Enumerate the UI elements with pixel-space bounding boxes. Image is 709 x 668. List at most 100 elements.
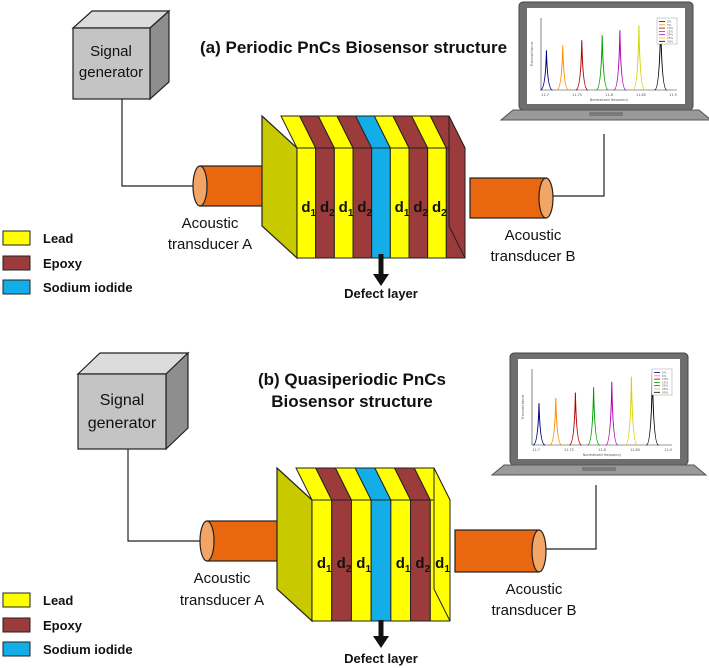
screen-legend-label: 10% — [667, 26, 674, 30]
screen-peak — [632, 25, 646, 91]
legend-a-swatch-sodium — [2, 279, 31, 295]
screen-peak — [575, 40, 589, 91]
transducer-a-b-label-line1: Acoustic — [194, 570, 251, 587]
screen-peak — [613, 30, 627, 91]
screen-peak — [595, 35, 609, 91]
transducer-a-label-line1: Acoustic — [182, 215, 239, 232]
layer-front-sodium — [371, 147, 391, 259]
screen-legend-label: 10% — [662, 377, 669, 381]
screen-legend-label: 25% — [667, 36, 674, 40]
defect-arrow-b-head — [373, 636, 389, 648]
legend-a: Lead Epoxy Sodium iodide — [2, 230, 133, 295]
defect-label-a: Defect layer — [344, 286, 418, 301]
transducer-b-b-label-line1: Acoustic — [506, 581, 563, 598]
screen-legend-label: 30% — [662, 390, 669, 394]
legend-a-label-lead: Lead — [43, 231, 73, 246]
screen-tick-label: 11.7 — [541, 93, 549, 97]
legend-a-swatch-epoxy — [2, 255, 31, 271]
transducer-b — [469, 177, 554, 219]
screen-x-label: Normalized frequency — [590, 98, 629, 102]
laptop-b-touchpad — [582, 467, 616, 471]
wire-transducer-b-to-laptop — [553, 134, 605, 197]
screen-tick-label: 11.85 — [636, 93, 646, 97]
transducer-b-b-end — [531, 529, 547, 573]
wire-transducer-b-b-to-laptop — [546, 485, 597, 550]
screen-tick-label: 11.7 — [532, 448, 540, 452]
screen-legend-label: 20% — [662, 384, 669, 388]
transducer-b-b-label-line2: transducer B — [491, 602, 576, 619]
legend-b-swatch-epoxy — [2, 617, 31, 633]
screen-y-label: Transmittance — [530, 42, 534, 68]
legend-b-swatch-sodium — [2, 641, 31, 657]
crystal-right-face — [433, 467, 451, 622]
signal-generator-b: Signal generator — [76, 351, 190, 451]
wire-generator-b-to-transducer-a — [127, 449, 202, 542]
generator-b-front-face — [77, 373, 167, 450]
layer-front-sodium — [370, 499, 392, 622]
screen-legend-label: 25% — [662, 387, 669, 391]
screen-legend-label: 20% — [667, 33, 674, 37]
transducer-b-b — [454, 529, 547, 573]
crystal-right-face — [448, 115, 466, 259]
transducer-b-end — [538, 177, 554, 219]
screen-tick-label: 11.85 — [630, 448, 640, 452]
screen-tick-label: 11.75 — [572, 93, 582, 97]
screen-tick-label: 11.8 — [598, 448, 606, 452]
transducer-b-label-line1: Acoustic — [505, 227, 562, 244]
screen-x-label: Normalized frequency — [583, 453, 622, 457]
generator-front-face — [72, 27, 151, 100]
legend-b-swatch-lead — [2, 592, 31, 608]
wire-generator-to-transducer-a — [121, 99, 195, 187]
transducer-b-b-body — [454, 529, 540, 573]
screen-legend-label: 5% — [662, 374, 667, 378]
laptop-a-touchpad — [589, 112, 623, 116]
generator-b-label-line1: Signal — [100, 392, 144, 409]
panel-b-title-line2: Biosensor structure — [271, 392, 433, 411]
screen-y-label: Transmittance — [521, 395, 525, 421]
screen-peak — [624, 376, 638, 446]
screen-peak — [540, 50, 553, 91]
screen-peak — [549, 397, 563, 446]
legend-a-swatch-lead — [2, 230, 31, 246]
transducer-b-body — [469, 177, 547, 219]
transducer-a-label-line2: transducer A — [168, 236, 252, 253]
defect-arrow-a-head — [373, 274, 389, 286]
panel-b: (b) Quasiperiodic PnCs Biosensor structu… — [2, 351, 708, 666]
transducer-a-end — [192, 165, 208, 207]
legend-a-label-epoxy: Epoxy — [43, 256, 83, 271]
screen-tick-label: 11.9 — [664, 448, 672, 452]
screen-legend-label: 0% — [662, 371, 667, 375]
legend-b-label-sodium: Sodium iodide — [43, 642, 133, 657]
legend-b-label-lead: Lead — [43, 593, 73, 608]
panel-a: (a) Periodic PnCs Biosensor structure Si… — [2, 1, 709, 301]
screen-tick-label: 11.72 — [564, 448, 574, 452]
transducer-a-b-label-line2: transducer A — [180, 592, 264, 609]
screen-peak — [532, 403, 546, 446]
screen-legend-label: 0% — [667, 20, 672, 24]
legend-b: Lead Epoxy Sodium iodide — [2, 592, 133, 657]
crystal-b-side-face — [276, 466, 313, 623]
defect-label-b: Defect layer — [344, 651, 418, 666]
generator-b-label-line2: generator — [88, 415, 157, 432]
generator-label-line2: generator — [79, 64, 143, 81]
legend-b-label-epoxy: Epoxy — [43, 618, 83, 633]
signal-generator-a: Signal generator — [71, 9, 171, 101]
panel-b-title-line1: (b) Quasiperiodic PnCs — [258, 370, 446, 389]
screen-legend-label: 5% — [667, 23, 672, 27]
generator-label-line1: Signal — [90, 43, 132, 60]
screen-tick-label: 11.8 — [605, 93, 613, 97]
panel-a-title: (a) Periodic PnCs Biosensor structure — [200, 38, 507, 57]
screen-peak — [569, 392, 582, 446]
screen-legend-label: 15% — [662, 380, 669, 384]
screen-peak — [587, 387, 601, 446]
screen-tick-label: 11.9 — [669, 93, 677, 97]
transducer-a-b-end — [199, 520, 215, 562]
screen-legend-label: 30% — [667, 39, 674, 43]
legend-a-label-sodium: Sodium iodide — [43, 280, 133, 295]
